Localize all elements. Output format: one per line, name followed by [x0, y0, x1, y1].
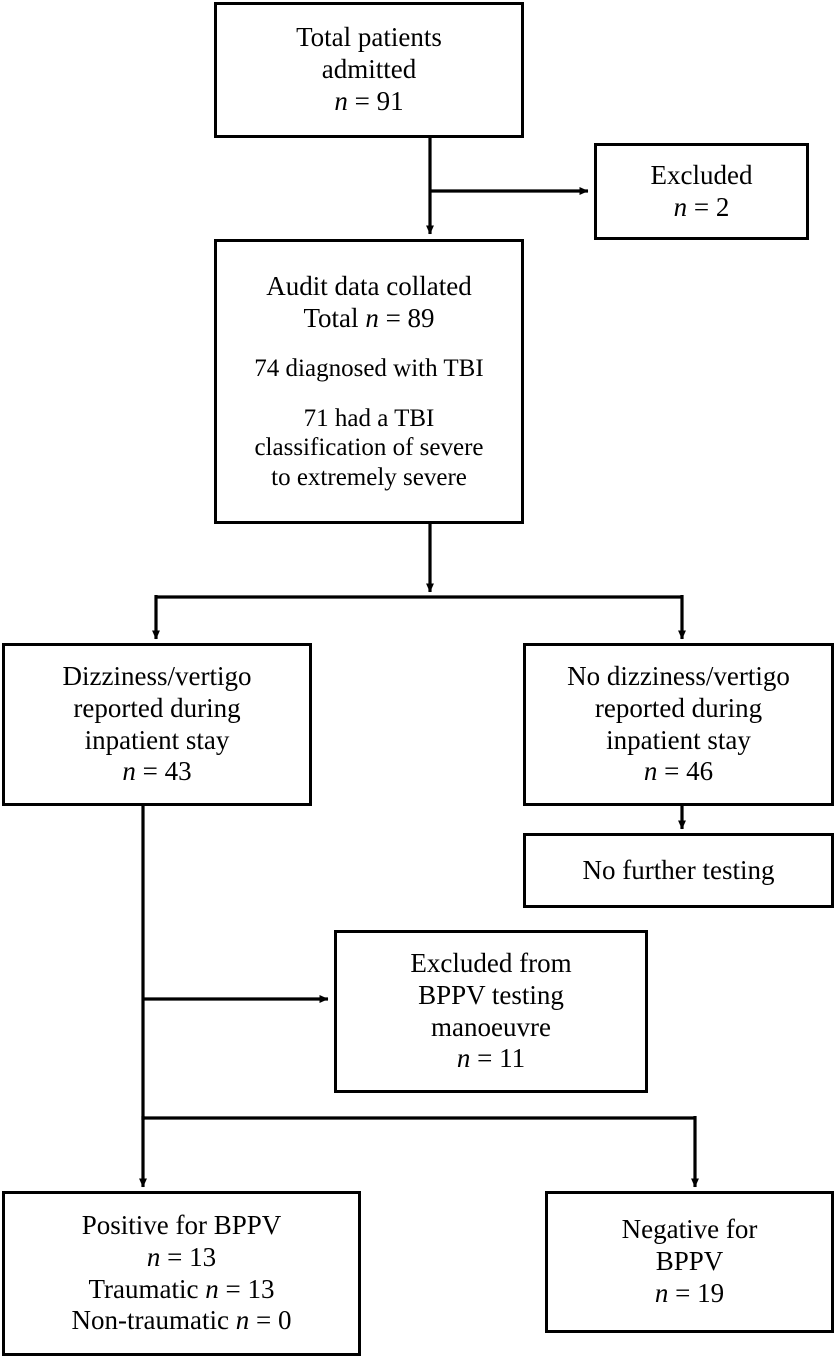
- n-value: = 11: [470, 1043, 526, 1074]
- node-line-total-patients: Total patients: [296, 22, 442, 53]
- node-line-positive-title: Positive for BPPV: [81, 1209, 282, 1240]
- node-dizziness-reported[interactable]: Dizziness/vertigo reported during inpati…: [2, 643, 312, 806]
- n-symbol: n: [334, 85, 348, 116]
- n-symbol: n: [643, 756, 658, 787]
- node-excluded[interactable]: Excluded n = 2: [594, 143, 809, 240]
- node-line-no-dizziness-1: No dizziness/vertigo: [567, 660, 790, 691]
- n-symbol: n: [365, 302, 379, 333]
- node-line-positive-n: n = 13: [147, 1242, 216, 1274]
- node-line-no-dizziness-n: n = 46: [644, 756, 713, 788]
- node-audit-data-collated[interactable]: Audit data collated Total n = 89 74 diag…: [214, 239, 524, 524]
- node-no-further-testing[interactable]: No further testing: [523, 833, 834, 908]
- n-symbol: n: [456, 1043, 471, 1074]
- node-line-negative-1: Negative for: [621, 1214, 758, 1245]
- n-value: = 91: [347, 85, 404, 116]
- node-excluded-from-bppv-testing[interactable]: Excluded from BPPV testing manoeuvre n =…: [334, 930, 648, 1093]
- node-line-no-further-testing: No further testing: [582, 854, 775, 885]
- n-value: = 43: [135, 756, 192, 787]
- node-line-no-dizziness-3: inpatient stay: [606, 724, 751, 755]
- node-line-positive-non-traumatic: Non-traumatic n = 0: [72, 1305, 292, 1337]
- n-symbol: n: [235, 1305, 250, 1336]
- node-line-excluded-testing-1: Excluded from: [410, 947, 572, 978]
- n-value: = 13: [160, 1241, 217, 1272]
- n-value: = 13: [218, 1273, 275, 1304]
- node-line-excluded-testing-2: BPPV testing: [418, 979, 564, 1010]
- node-line-audit-title: Audit data collated: [266, 270, 472, 301]
- node-line-negative-2: BPPV: [655, 1246, 724, 1277]
- n-value: = 46: [657, 756, 714, 787]
- node-line-diagnosed-tbi: 74 diagnosed with TBI: [254, 355, 484, 383]
- n-value: = 89: [378, 302, 435, 333]
- n-symbol: n: [205, 1273, 219, 1304]
- n-value: = 2: [687, 191, 730, 222]
- node-line-tbi-class-3: to extremely severe: [271, 463, 467, 491]
- n-value: = 19: [668, 1277, 725, 1308]
- n-symbol: n: [654, 1277, 669, 1308]
- node-no-dizziness-reported[interactable]: No dizziness/vertigo reported during inp…: [523, 643, 834, 806]
- node-line-dizziness-n: n = 43: [122, 756, 191, 788]
- node-line-excluded-testing-3: manoeuvre: [431, 1011, 551, 1042]
- node-line-dizziness-2: reported during: [73, 692, 241, 723]
- node-line-excluded-testing-n: n = 11: [457, 1043, 525, 1075]
- node-line-audit-total: Total n = 89: [303, 303, 434, 335]
- node-line-excluded: Excluded: [650, 159, 753, 190]
- node-line-tbi-class-1: 71 had a TBI: [303, 404, 435, 432]
- node-line-excluded-n: n = 2: [674, 192, 730, 224]
- node-line-admitted: admitted: [321, 54, 417, 85]
- node-line-tbi-class-2: classification of severe: [254, 434, 484, 462]
- node-line-dizziness-3: inpatient stay: [84, 724, 230, 755]
- node-line-no-dizziness-2: reported during: [594, 692, 763, 723]
- node-positive-for-bppv[interactable]: Positive for BPPV n = 13 Traumatic n = 1…: [2, 1191, 361, 1356]
- n-symbol: n: [122, 756, 136, 787]
- n-symbol: n: [146, 1241, 161, 1272]
- node-line-dizziness-1: Dizziness/vertigo: [62, 660, 252, 691]
- traumatic-label: Traumatic: [88, 1273, 206, 1304]
- node-line-total-n: n = 91: [334, 86, 403, 118]
- non-traumatic-label: Non-traumatic: [71, 1305, 236, 1336]
- n-symbol: n: [673, 191, 688, 222]
- node-total-patients-admitted[interactable]: Total patients admitted n = 91: [214, 2, 524, 138]
- node-line-negative-n: n = 19: [655, 1278, 724, 1310]
- node-line-positive-traumatic: Traumatic n = 13: [89, 1274, 275, 1306]
- node-negative-for-bppv[interactable]: Negative for BPPV n = 19: [545, 1191, 834, 1333]
- total-label: Total: [303, 302, 366, 333]
- n-value: = 0: [249, 1305, 292, 1336]
